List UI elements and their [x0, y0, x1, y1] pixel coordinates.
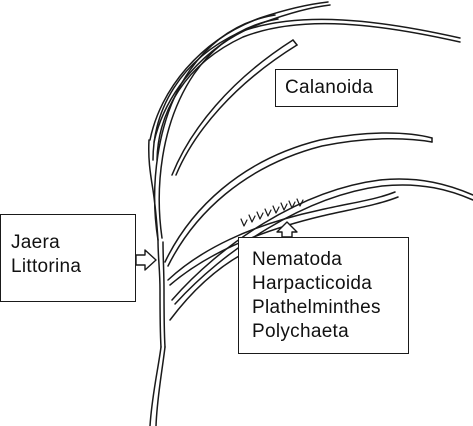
- main-stem-outline: [163, 242, 165, 347]
- jaera-label: Jaera: [11, 231, 135, 255]
- calanoida-label: Calanoida: [285, 76, 397, 100]
- calanoida-label-box: Calanoida: [275, 69, 398, 107]
- arrow-epifauna: [136, 250, 156, 270]
- meiofauna-label-box: Nematoda Harpacticoida Plathelminthes Po…: [238, 237, 409, 354]
- blade-left-arc-edge: [159, 19, 278, 238]
- harpacticoida-label: Harpacticoida: [252, 272, 408, 296]
- plathelminthes-label: Plathelminthes: [252, 296, 408, 320]
- epifauna-label-box: Jaera Littorina: [0, 214, 136, 302]
- arrow-meiofauna: [277, 222, 297, 237]
- polychaeta-label: Polychaeta: [252, 320, 408, 344]
- nematoda-label: Nematoda: [252, 248, 408, 272]
- main-stem: [149, 140, 161, 347]
- littorina-label: Littorina: [11, 255, 135, 279]
